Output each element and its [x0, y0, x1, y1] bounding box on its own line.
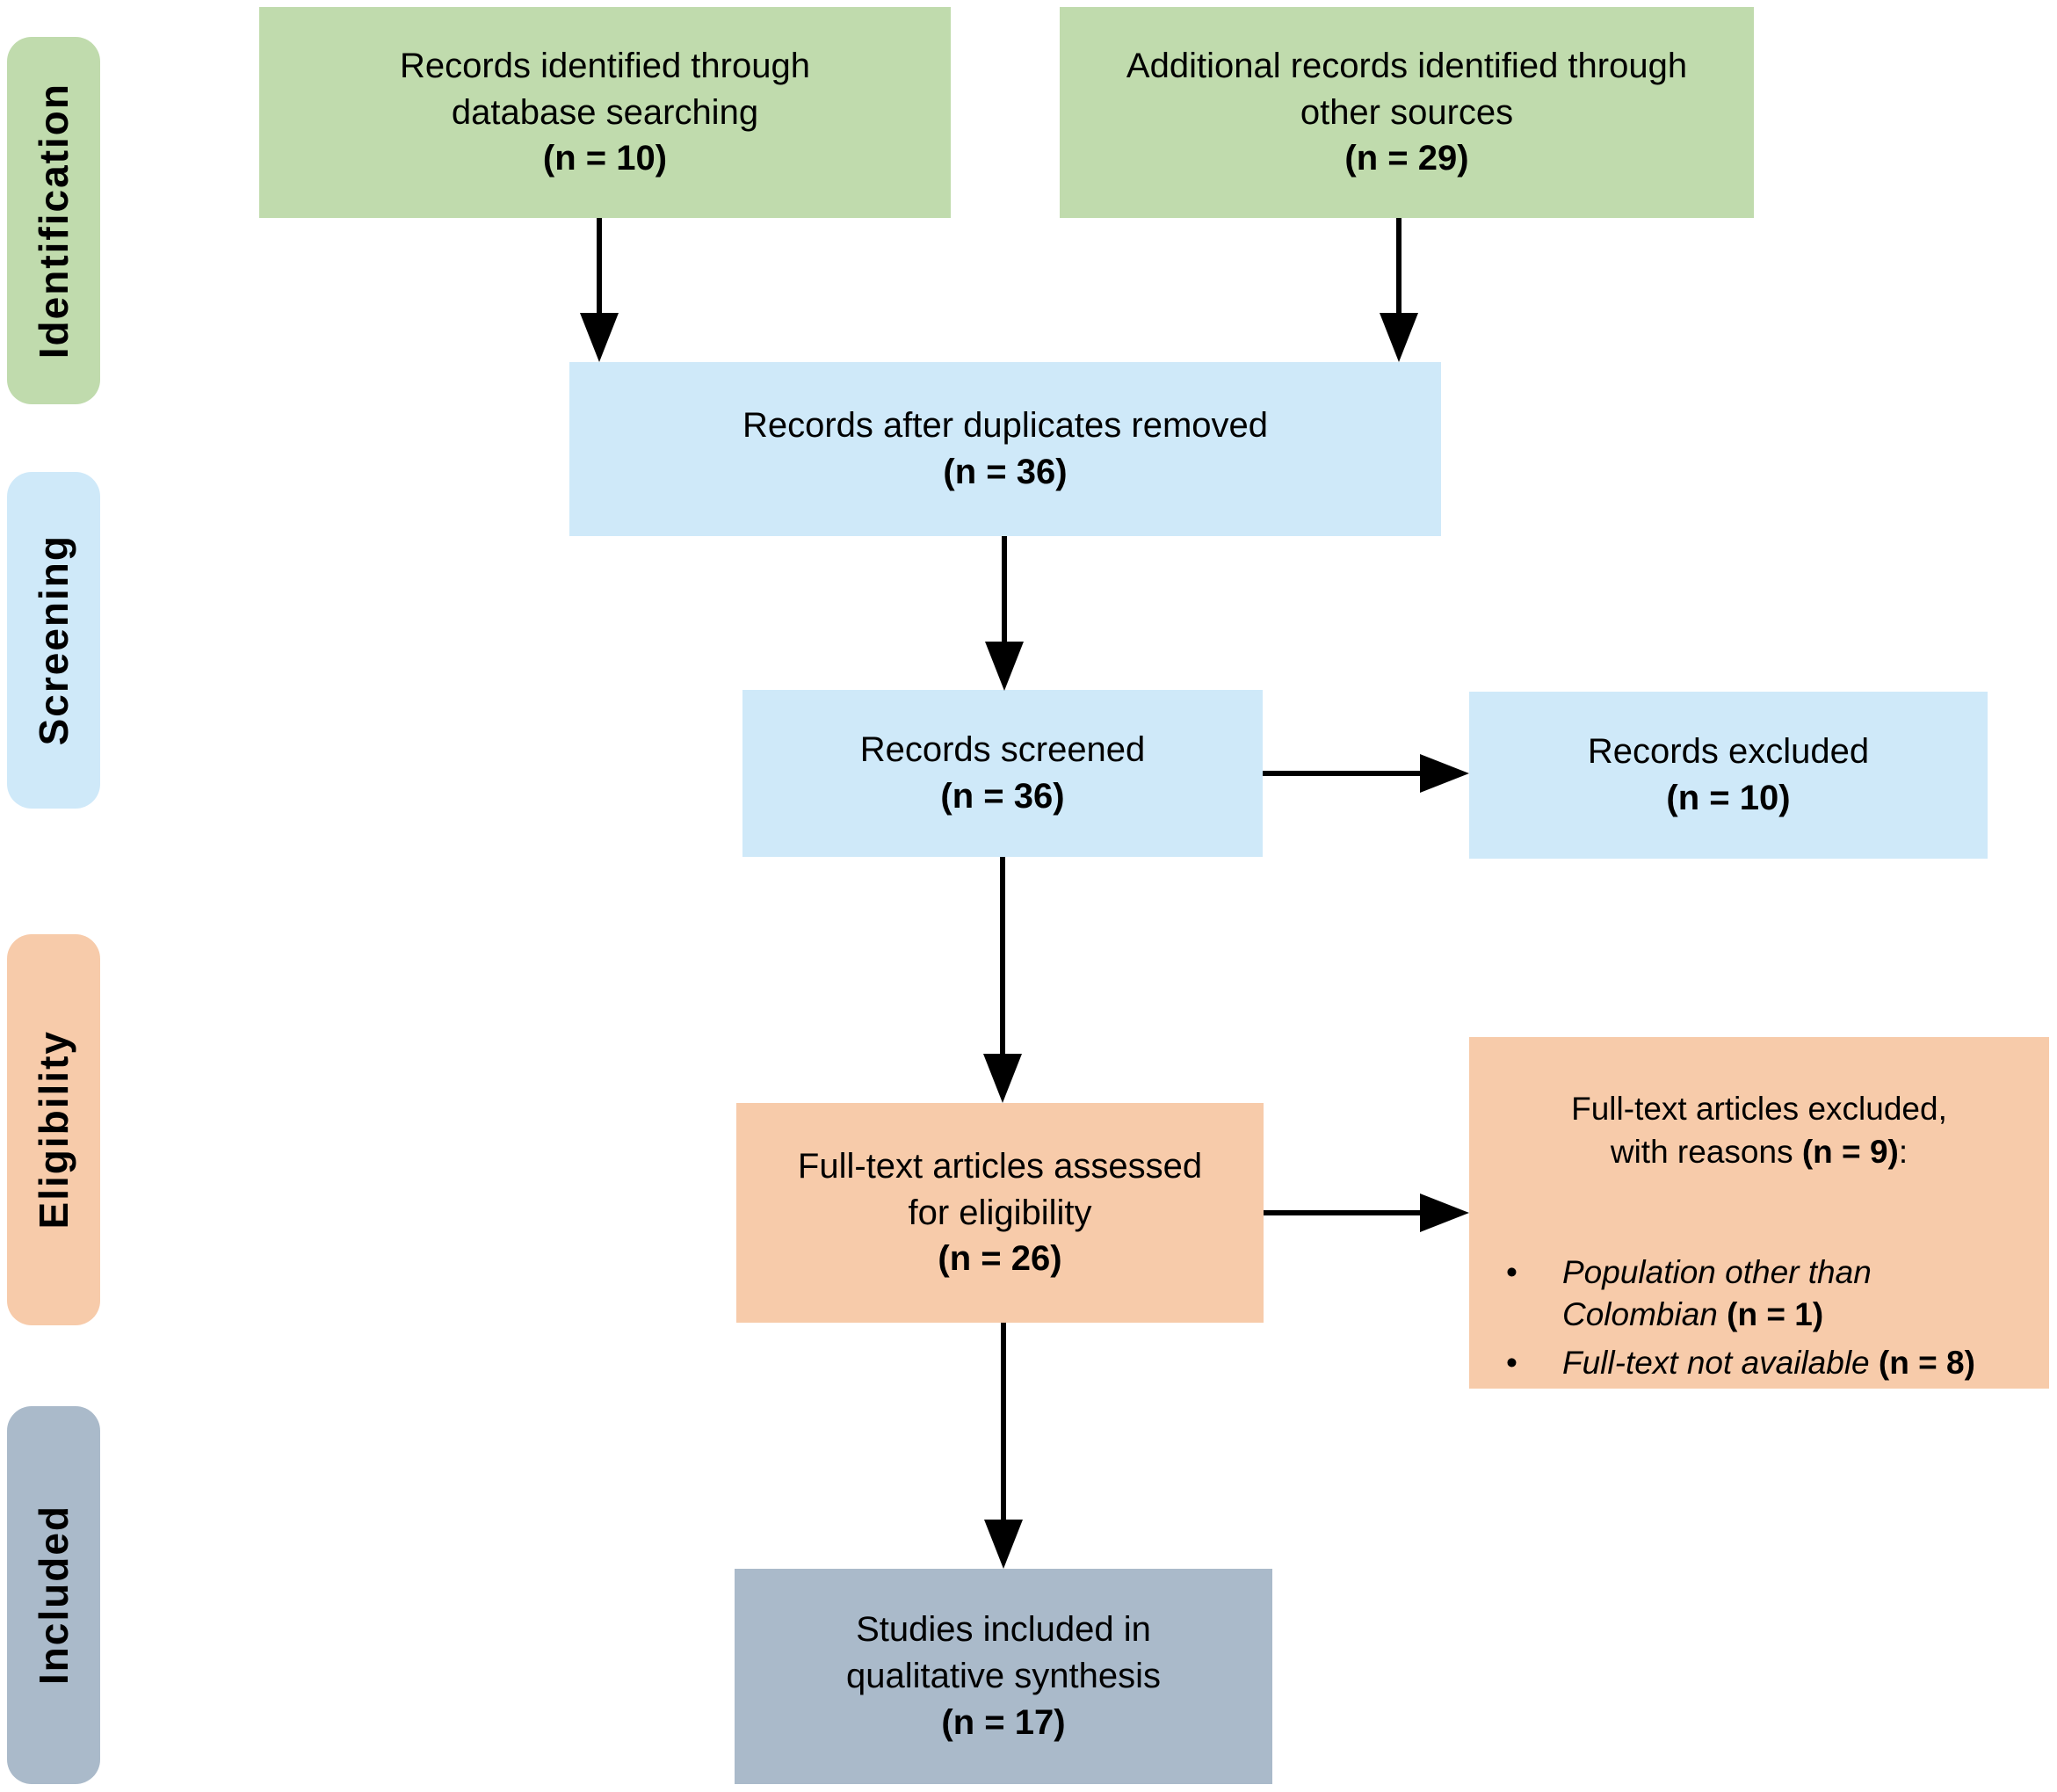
- node-count: (n = 29): [1344, 139, 1469, 178]
- stage-label-text: Screening: [31, 534, 76, 746]
- arrow-fulltext-to-included: [1001, 1323, 1006, 1521]
- arrow-identified-to-duplicates: [597, 218, 602, 315]
- node-fulltext-assessed: Full-text articles assessed for eligibil…: [736, 1103, 1264, 1323]
- arrowhead-down-icon: [983, 1054, 1022, 1103]
- arrow-additional-to-duplicates: [1396, 218, 1402, 315]
- stage-label-included: Included: [7, 1406, 100, 1784]
- node-count: (n = 26): [938, 1239, 1062, 1279]
- node-additional-records: Additional records identified through ot…: [1060, 7, 1754, 218]
- node-text-line: Records screened: [859, 730, 1146, 770]
- node-count: (n = 36): [940, 777, 1065, 816]
- exclusion-reason-item: • Full-text not available (n = 8): [1469, 1342, 1975, 1385]
- node-records-screened: Records screened (n = 36): [742, 690, 1263, 857]
- stage-label-identification: Identification: [7, 37, 100, 404]
- node-count: (n = 8): [1878, 1345, 1975, 1382]
- node-text-line: Full-text articles assessed: [797, 1146, 1203, 1186]
- arrow-duplicates-to-screened: [1002, 536, 1007, 643]
- arrowhead-right-icon: [1420, 1193, 1469, 1232]
- arrow-fulltext-to-excluded: [1264, 1210, 1423, 1215]
- node-records-identified: Records identified through database sear…: [259, 7, 951, 218]
- node-count: (n = 1): [1727, 1296, 1824, 1333]
- node-text-line: Records identified through: [400, 46, 810, 85]
- arrowhead-right-icon: [1420, 754, 1469, 793]
- node-count: (n = 10): [1666, 779, 1791, 817]
- node-text-line: Additional records identified through: [1126, 46, 1688, 85]
- stage-label-text: Eligibility: [31, 1030, 76, 1230]
- node-text-line: other sources: [1300, 92, 1514, 132]
- node-text-line: Records excluded: [1587, 732, 1870, 772]
- node-count: (n = 36): [943, 453, 1068, 491]
- arrowhead-down-icon: [1380, 313, 1418, 362]
- arrowhead-down-icon: [984, 1520, 1023, 1569]
- node-records-excluded: Records excluded (n = 10): [1469, 692, 1988, 859]
- node-fulltext-excluded: Full-text articles excluded, with reason…: [1469, 1037, 2049, 1389]
- arrow-screened-to-fulltext: [1000, 857, 1005, 1056]
- node-studies-included: Studies included in qualitative synthesi…: [735, 1569, 1272, 1784]
- stage-label-text: Identification: [31, 82, 76, 359]
- stage-label-text: Included: [31, 1505, 76, 1686]
- node-count: (n = 17): [941, 1702, 1066, 1742]
- node-count: (n = 10): [542, 139, 668, 178]
- node-text-line: Full-text articles excluded,: [1571, 1091, 1947, 1127]
- arrow-screened-to-excluded: [1263, 771, 1423, 776]
- node-text-line: Records after duplicates removed: [742, 406, 1269, 446]
- node-text-line: for eligibility: [908, 1193, 1092, 1232]
- node-text-line: qualitative synthesis: [846, 1657, 1161, 1696]
- arrowhead-down-icon: [580, 313, 619, 362]
- node-text-line: Studies included in: [856, 1610, 1151, 1650]
- bullet-icon: •: [1506, 1253, 1517, 1290]
- stage-label-eligibility: Eligibility: [7, 934, 100, 1325]
- node-text-line: with reasons (n = 9):: [1610, 1133, 1909, 1170]
- bullet-icon: •: [1506, 1345, 1517, 1382]
- arrowhead-down-icon: [985, 642, 1024, 691]
- node-duplicates-removed: Records after duplicates removed (n = 36…: [569, 362, 1441, 536]
- node-text-line: database searching: [451, 92, 759, 132]
- stage-label-screening: Screening: [7, 472, 100, 809]
- node-count: (n = 9): [1801, 1133, 1899, 1170]
